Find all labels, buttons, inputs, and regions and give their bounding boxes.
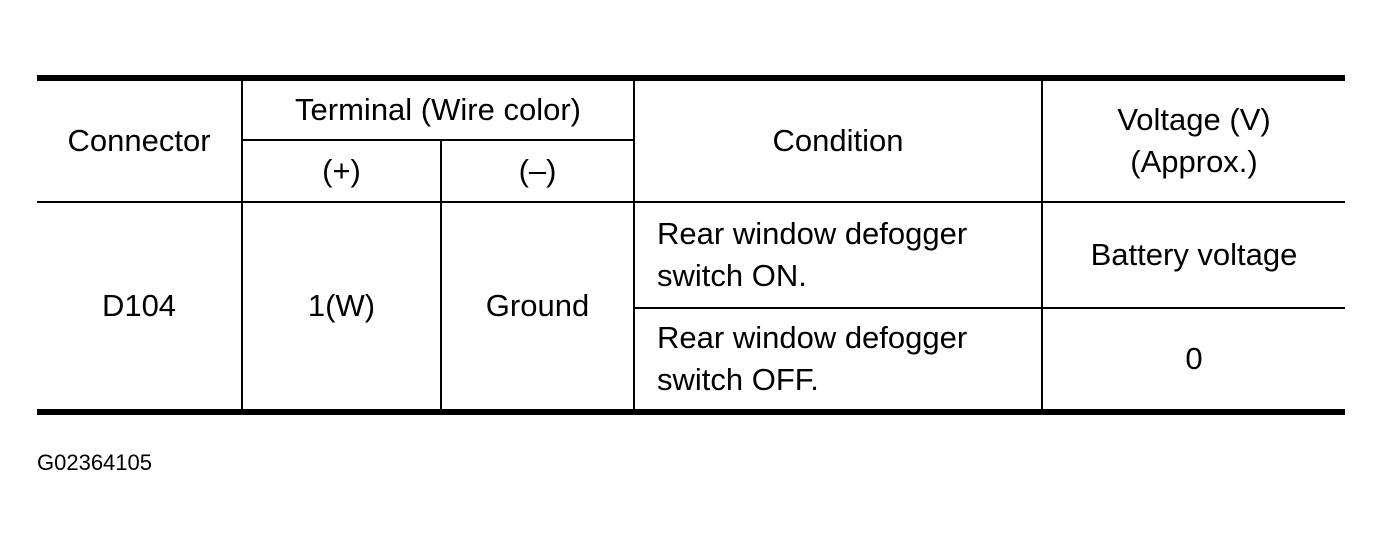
cell-condition: Rear window defogger switch OFF. xyxy=(633,307,1044,415)
cell-terminal-minus: Ground xyxy=(439,201,636,415)
header-voltage: Voltage (V) (Approx.) xyxy=(1041,75,1346,203)
header-terminal: Terminal (Wire color) xyxy=(240,75,636,141)
condition-line1: Rear window defogger xyxy=(657,216,968,251)
table-row: Rear window defogger switch OFF. 0 xyxy=(37,307,1346,415)
header-condition: Condition xyxy=(633,75,1044,203)
header-voltage-line1: Voltage (V) xyxy=(1117,102,1271,137)
cell-voltage: Battery voltage xyxy=(1041,201,1346,309)
cell-terminal-plus: 1(W) xyxy=(241,201,442,415)
condition-line1: Rear window defogger xyxy=(657,320,968,355)
cell-connector: D104 xyxy=(37,201,243,415)
table-row: D104 1(W) Ground Rear window defogger sw… xyxy=(37,201,1346,415)
header-terminal-plus: (+) xyxy=(241,139,442,203)
figure-code: G02364105 xyxy=(37,450,152,475)
header-connector: Connector xyxy=(37,75,243,203)
header-terminal-minus: (–) xyxy=(439,139,636,203)
header-voltage-line2: (Approx.) xyxy=(1130,144,1258,179)
connector-voltage-table: Connector Terminal (Wire color) Conditio… xyxy=(37,75,1346,415)
cell-voltage: 0 xyxy=(1041,307,1346,415)
condition-line2: switch ON. xyxy=(657,258,807,293)
cell-condition: Rear window defogger switch ON. xyxy=(633,201,1044,309)
condition-line2: switch OFF. xyxy=(657,362,819,397)
